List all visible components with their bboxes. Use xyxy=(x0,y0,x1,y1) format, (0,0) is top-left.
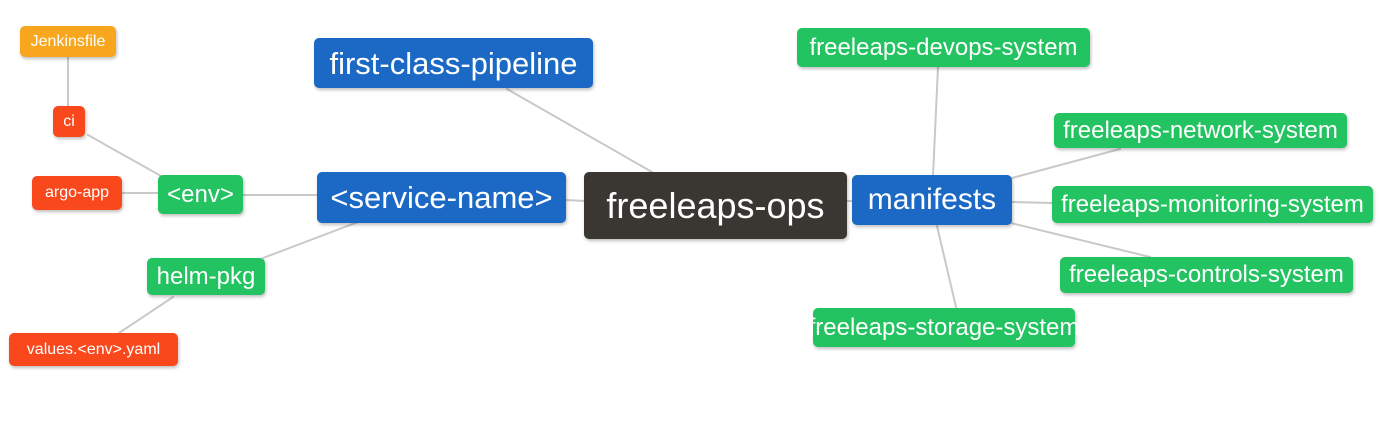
edge-values-helm-pkg xyxy=(118,296,174,334)
edge-helm-pkg-service-name xyxy=(262,221,359,259)
node-freeleaps-devops-system[interactable]: freeleaps-devops-system xyxy=(797,28,1090,67)
edge-pipeline-freeleaps-ops xyxy=(506,88,653,173)
node-manifests[interactable]: manifests xyxy=(852,175,1012,225)
node-freeleaps-controls-system[interactable]: freeleaps-controls-system xyxy=(1060,257,1353,293)
edge-ci-env xyxy=(87,134,162,177)
node-freeleaps-storage-system[interactable]: freeleaps-storage-system xyxy=(809,308,1079,347)
edge-manifests-controls-system xyxy=(1010,222,1151,258)
edge-manifests-devops-system xyxy=(932,66,939,177)
edge-manifests-storage-system xyxy=(936,225,957,308)
edge-manifests-network-system xyxy=(1011,148,1121,179)
node-freeleaps-monitoring-system[interactable]: freeleaps-monitoring-system xyxy=(1052,186,1373,223)
node-freeleaps-network-system[interactable]: freeleaps-network-system xyxy=(1054,113,1347,148)
node-jenkinsfile[interactable]: Jenkinsfile xyxy=(20,26,116,57)
node-env[interactable]: <env> xyxy=(158,175,243,214)
node-freeleaps-ops[interactable]: freeleaps-ops xyxy=(584,172,847,239)
edge-manifests-monitoring-system xyxy=(1011,201,1054,204)
node-ci[interactable]: ci xyxy=(53,106,85,137)
node-service-name[interactable]: <service-name> xyxy=(317,172,566,223)
node-helm-pkg[interactable]: helm-pkg xyxy=(147,258,265,295)
node-first-class-pipeline[interactable]: first-class-pipeline xyxy=(314,38,593,88)
node-argo-app[interactable]: argo-app xyxy=(32,176,122,210)
edge-service-freeleaps-ops xyxy=(565,199,586,202)
node-values-env-yaml[interactable]: values.<env>.yaml xyxy=(9,333,178,366)
